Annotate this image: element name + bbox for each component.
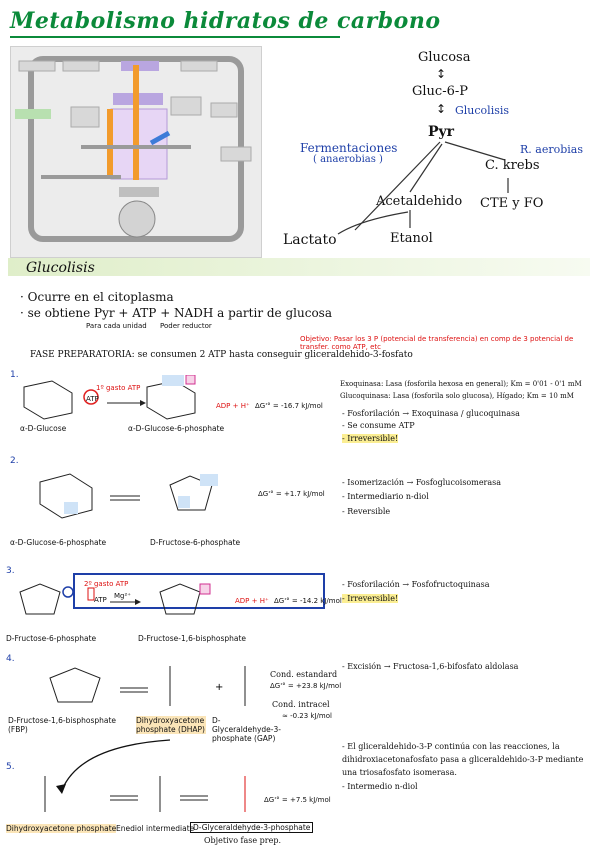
step3-energy: ΔG'° = -14.2 kJ/mol <box>274 597 342 605</box>
step5-objetivo: Objetivo fase prep. <box>204 836 282 845</box>
step3-num: 3. <box>6 566 15 576</box>
step2-left-label: α-D-Glucose-6-phosphate <box>10 538 107 547</box>
step1-num: 1. <box>10 370 19 380</box>
step1-note-3: - Se consume ATP <box>342 421 415 430</box>
step2-reaction <box>39 473 218 519</box>
pathway-glucosa: Glucosa <box>418 50 471 65</box>
step4-left-label: D-Fructose-1,6-bisphosphate (FBP) <box>8 716 117 734</box>
title-underline <box>10 36 340 38</box>
step2-right-label: D-Fructose-6-phosphate <box>150 538 241 547</box>
step2-note-2: - Reversible <box>342 507 391 516</box>
step1-adp: ADP + H⁺ <box>216 402 250 410</box>
step5-right-label: D-Glyceraldehyde-3-phosphate <box>190 822 314 833</box>
pathway-acetaldehido: Acetaldehido <box>376 194 463 209</box>
step4-reaction: + <box>49 666 246 706</box>
fase-preparatoria: FASE PREPARATORIA: se consumen 2 ATP has… <box>30 350 413 360</box>
map-box-right <box>170 96 202 116</box>
step2-note-0: - Isomerización → Fosfoglucoisomerasa <box>342 478 502 487</box>
step4-to-step5-arrow <box>56 739 171 794</box>
step3-adp: ADP + H⁺ <box>235 597 269 605</box>
step1-note-1: Glucoquinasa: Lasa (fosforila solo gluco… <box>340 392 574 400</box>
step2-energy: ΔG'° = +1.7 kJ/mol <box>258 490 325 498</box>
step5-note-1: - Intermedio n-diol <box>342 782 418 791</box>
pathway-fermentaciones: Fermentaciones <box>300 141 398 155</box>
note-para: Para cada unidad <box>86 322 147 330</box>
pathway-arrow-1: ↕ <box>436 67 447 81</box>
pathway-etanol: Etanol <box>390 231 433 246</box>
step5-left-label: Dihydroxyacetone phosphate <box>6 824 117 833</box>
pathway-arrows <box>337 141 509 235</box>
pathway-pyr: Pyr <box>428 124 455 140</box>
map-arrow-orange <box>133 65 139 180</box>
pathway-r-aerobias: R. aerobias <box>520 143 583 156</box>
step2-note-1: - Intermediario n-diol <box>342 492 429 501</box>
step1-energy: ΔG'° = -16.7 kJ/mol <box>255 402 323 410</box>
bullet-2: · se obtiene Pyr + ATP + NADH a partir d… <box>20 306 332 320</box>
step4-cond2: Cond. intracel <box>272 700 330 709</box>
pathway-arrow-2: ↕ <box>436 102 447 116</box>
map-box-left <box>15 109 51 119</box>
step1-right-label: α-D-Glucose-6-phosphate <box>128 424 225 433</box>
pathway-lactato: Lactato <box>283 232 337 248</box>
note-poder: Poder reductor <box>160 322 212 330</box>
page-title: Metabolismo hidratos de carbono <box>10 8 441 34</box>
step1-atp: ATP <box>86 395 99 403</box>
step1-gasto: 1º gasto ATP <box>96 384 141 392</box>
step5-reaction <box>44 776 246 812</box>
step1-atp-circle <box>83 389 99 405</box>
step1-note-4: - Irreversible! <box>342 434 399 443</box>
map-box-top <box>121 61 159 71</box>
step4-energy: ΔG'° = +23.8 kJ/mol <box>270 682 342 690</box>
step5-note-0: - El gliceraldehido-3-P continúa con las… <box>342 742 584 777</box>
section-title: Glucolisis <box>26 260 95 276</box>
bullet-1: · Ocurre en el citoplasma <box>20 290 174 304</box>
step3-atp: ATP <box>94 596 107 604</box>
step1-reaction <box>23 375 196 420</box>
map-box-mid-left <box>70 106 100 128</box>
step5-num: 5. <box>6 762 15 772</box>
metabolic-map-svg <box>11 47 261 257</box>
pathway-glucolisis: Glucolisis <box>455 104 510 117</box>
step4-note-0: - Excisión → Fructosa-1,6-bifosfato aldo… <box>342 662 519 671</box>
map-glycolysis-bar <box>107 109 113 179</box>
step2-num: 2. <box>10 456 19 466</box>
pathway-anaerobias: ( anaerobias ) <box>313 154 383 165</box>
step5-energy: ΔG'° = +7.5 kJ/mol <box>264 796 331 804</box>
step4-num: 4. <box>6 654 15 664</box>
note-objetivo: Objetivo: Pasar los 3 P (potencial de tr… <box>300 335 574 351</box>
pathway-g6p: Gluc-6-P <box>412 84 468 99</box>
glucolisis-band <box>8 258 590 276</box>
step3-right-label: D-Fructose-1,6-bisphosphate <box>138 634 247 643</box>
step3-mg: Mg²⁺ <box>114 592 131 600</box>
step3-left-label: D-Fructose-6-phosphate <box>6 634 97 643</box>
step4-cond1: Cond. estandard <box>270 670 338 679</box>
step1-note-0: Exoquinasa: Lasa (fosforila hexosa en ge… <box>340 380 582 388</box>
step4-energy2: ≈ -0.23 kJ/mol <box>282 712 332 720</box>
step3-reaction <box>19 573 325 615</box>
step5-mid-label: Enediol intermediate <box>116 824 195 833</box>
step4-mid-label: Dihydroxyacetone phosphate (DHAP) <box>136 716 206 734</box>
pathway-cte-fo: CTE y FO <box>480 196 544 211</box>
pathway-c-krebs: C. krebs <box>485 158 540 173</box>
map-tca-circle <box>118 200 156 238</box>
svg-text:+: + <box>215 682 223 693</box>
step4-right-label: D-Glyceraldehyde-3-phosphate (GAP) <box>212 716 281 743</box>
step3-blue-bracket <box>73 573 325 609</box>
step1-note-2: - Fosforilación → Exoquinasa / glucoquin… <box>342 409 520 418</box>
step1-left-label: α-D-Glucose <box>20 424 67 433</box>
step3-note-1: - Irreversible! <box>342 594 399 603</box>
map-box-acetyl <box>119 187 159 197</box>
step3-gasto: 2º gasto ATP <box>84 580 129 588</box>
step3-note-0: - Fosforilación → Fosfofructoquinasa <box>342 580 490 589</box>
metabolic-map-figure <box>10 46 262 258</box>
map-box-far-right <box>210 102 238 118</box>
